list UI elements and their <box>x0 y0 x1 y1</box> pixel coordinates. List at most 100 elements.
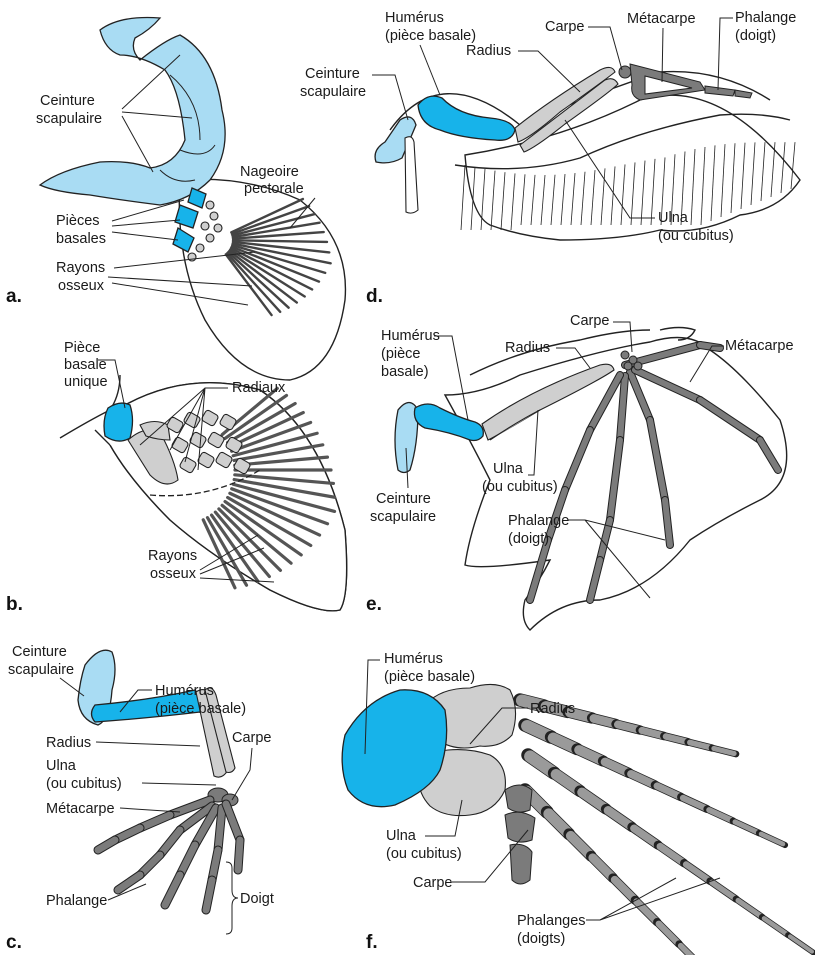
feather-line <box>791 142 795 189</box>
flipper-bone <box>686 864 708 879</box>
panel-b-radials-label: Radiaux <box>232 380 286 396</box>
panel-f-carpus-label: Carpe <box>413 875 453 891</box>
panel-b: Pièce basale unique Radiaux Rayons osseu… <box>6 340 347 615</box>
panel-c-girdle-label-1: Ceinture <box>12 644 67 660</box>
feather-line <box>701 147 705 225</box>
feather-line <box>581 172 585 225</box>
panel-b-rays-label-1: Rayons <box>148 548 197 564</box>
wing-bone <box>590 375 620 430</box>
panel-c-radius-label: Radius <box>46 735 91 751</box>
flipper-bone <box>761 834 783 844</box>
panel-b-basal-label-2: basale <box>64 357 107 373</box>
panel-f-phalanges-label-2: (doigts) <box>517 931 565 947</box>
flipper-bone <box>549 814 567 832</box>
panel-f-ulna-label-1: Ulna <box>386 828 417 844</box>
panel-f-ulna-label-2: (ou cubitus) <box>386 846 462 862</box>
panel-f-letter: f. <box>366 932 378 953</box>
feather-line <box>541 175 545 225</box>
panel-b-letter: b. <box>6 594 23 615</box>
feather-line <box>471 167 475 230</box>
feather-line <box>761 142 765 201</box>
panel-c-digit-label: Doigt <box>240 891 274 907</box>
fin-ray <box>233 240 327 242</box>
panel-d-wing-drawing <box>375 64 800 240</box>
flipper-bone <box>714 748 734 753</box>
panel-e-metacarpus-label: Métacarpe <box>725 338 794 354</box>
panel-a-girdle-label-2: scapulaire <box>36 111 102 127</box>
panel-c: Ceinture scapulaire Humérus (pièce basal… <box>6 644 274 953</box>
finger-bone <box>165 875 180 905</box>
feather-line <box>731 143 735 213</box>
flipper-bone <box>790 936 812 951</box>
panel-c-metacarpus-label: Métacarpe <box>46 801 115 817</box>
panel-d-girdle-label-1: Ceinture <box>305 66 360 82</box>
flipper-bone <box>738 900 760 915</box>
panel-c-carpus-label: Carpe <box>232 730 272 746</box>
wing-bone <box>565 430 590 490</box>
flipper-bone <box>637 902 655 920</box>
panel-e-ulna-label-1: Ulna <box>493 461 524 477</box>
panel-e-girdle-label-2: scapulaire <box>370 509 436 525</box>
flipper-bone <box>659 924 677 942</box>
panel-f-radius-label: Radius <box>530 701 575 717</box>
panel-d-letter: d. <box>366 286 383 307</box>
flipper-bone <box>582 792 604 807</box>
feather-line <box>611 166 615 225</box>
panel-e-letter: e. <box>366 594 382 615</box>
panel-a-basal-label-2: basales <box>56 231 106 247</box>
flipper-bone <box>608 810 630 825</box>
feather-line <box>691 149 695 225</box>
wing-bone <box>635 370 700 400</box>
panel-b-basal-label-3: unique <box>64 374 108 390</box>
panel-c-humerus-label-2: (pièce basale) <box>155 701 246 717</box>
panel-e-phalanx-label-1: Phalange <box>508 513 569 529</box>
flipper-bone <box>571 836 589 854</box>
panel-d-humerus-label-2: (pièce basale) <box>385 28 476 44</box>
panel-d-phalanx-label-1: Phalange <box>735 10 796 26</box>
carpal-bone <box>634 362 642 370</box>
panel-f: Humérus (pièce basale) Radius Ulna (ou c… <box>342 651 814 955</box>
panel-d-humerus-label-1: Humérus <box>385 10 444 26</box>
feather-line <box>551 175 555 225</box>
feather-line <box>461 165 465 230</box>
panel-e-humerus-label-1: Humérus <box>381 328 440 344</box>
feather-line <box>511 173 515 230</box>
finger-bone <box>218 808 222 850</box>
panel-b-basal-label-1: Pièce <box>64 340 100 356</box>
panel-e: Humérus (pièce basale) Carpe Radius Méta… <box>366 313 794 630</box>
panel-a-girdle-label-1: Ceinture <box>40 93 95 109</box>
feather-line <box>771 142 775 197</box>
panel-a-fin-label-2: pectorale <box>244 181 304 197</box>
flipper-bone <box>556 774 578 789</box>
feather-line <box>641 161 645 225</box>
flipper-bone <box>657 786 679 796</box>
panel-c-letter: c. <box>6 932 22 953</box>
panel-e-humerus-label-3: basale) <box>381 364 429 380</box>
finger-bone <box>160 830 180 855</box>
finger-bone <box>226 804 240 840</box>
flipper-bone <box>642 730 662 735</box>
panel-a-rays-label-1: Rayons <box>56 260 105 276</box>
carpal-bone <box>621 351 629 359</box>
finger-bone <box>238 840 240 870</box>
flipper-bone <box>712 882 734 897</box>
flipper-bone <box>579 750 601 760</box>
panel-d-radius-label: Radius <box>466 43 511 59</box>
panel-d-girdle-label-2: scapulaire <box>300 84 366 100</box>
panel-e-ulna-label-2: (ou cubitus) <box>482 479 558 495</box>
carpal-bone <box>624 362 632 370</box>
feather-line <box>651 159 655 225</box>
flipper-bone <box>631 774 653 784</box>
feather-line <box>521 174 525 225</box>
panel-c-ulna-label-2: (ou cubitus) <box>46 776 122 792</box>
feather-line <box>571 173 575 225</box>
panel-f-phalanges-label-1: Phalanges <box>517 913 586 929</box>
panel-e-wing-drawing <box>395 328 787 631</box>
feather-line <box>591 170 595 225</box>
panel-c-girdle-label-2: scapulaire <box>8 662 74 678</box>
panel-d-ulna-label-2: (ou cubitus) <box>658 228 734 244</box>
panel-c-humerus-label-1: Humérus <box>155 683 214 699</box>
panel-e-girdle-label-1: Ceinture <box>376 491 431 507</box>
wing-bone <box>760 440 778 470</box>
panel-a-rays-label-2: osseux <box>58 278 105 294</box>
